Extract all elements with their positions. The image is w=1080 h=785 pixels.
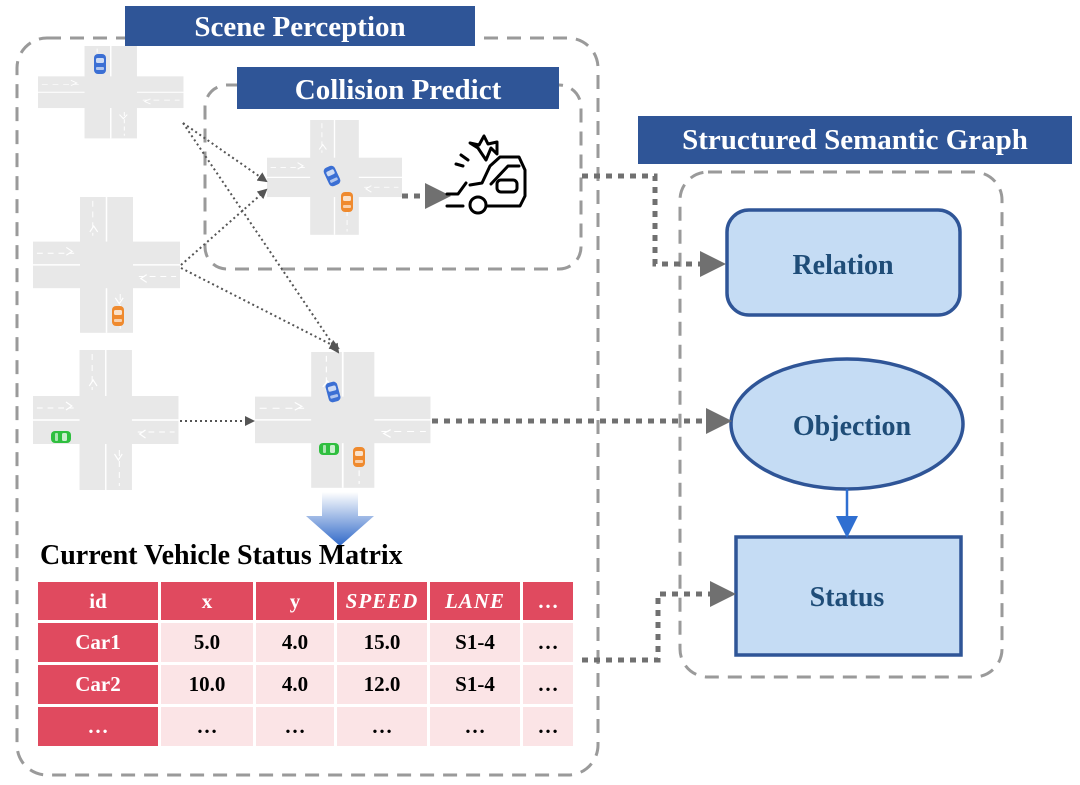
table-cell: 4.0 bbox=[256, 623, 334, 662]
status-node bbox=[734, 535, 963, 657]
table-cell: … bbox=[523, 707, 573, 746]
intersection-icon bbox=[37, 45, 185, 140]
table-cell: S1-4 bbox=[430, 665, 520, 704]
dotted-arrow bbox=[180, 267, 340, 349]
status-label: Status bbox=[810, 582, 885, 613]
table-row: Car2 10.0 4.0 12.0 S1-4 … bbox=[38, 665, 573, 704]
table-cell: Car2 bbox=[38, 665, 158, 704]
matrix-header-row: id x y SPEED LANE … bbox=[38, 582, 573, 620]
matrix-header-cell: SPEED bbox=[337, 582, 427, 620]
scene-perception-banner bbox=[125, 6, 475, 46]
semantic-graph-title: Structured Semantic Graph bbox=[682, 124, 1028, 156]
table-cell: S1-4 bbox=[430, 623, 520, 662]
vehicle-status-matrix: id x y SPEED LANE … Car1 5.0 4.0 15.0 S1… bbox=[35, 579, 576, 749]
intersection-icon bbox=[32, 196, 181, 334]
table-cell: … bbox=[337, 707, 427, 746]
matrix-header-cell: id bbox=[38, 582, 158, 620]
table-cell: 4.0 bbox=[256, 665, 334, 704]
relation-node bbox=[725, 208, 962, 317]
relation-label: Relation bbox=[792, 250, 894, 281]
matrix-header-cell: y bbox=[256, 582, 334, 620]
dotted-arrow bbox=[182, 122, 268, 183]
intersection-icon bbox=[254, 351, 432, 489]
orange-car-icon bbox=[353, 447, 365, 467]
dotted-arrow bbox=[180, 188, 268, 266]
table-cell: 15.0 bbox=[337, 623, 427, 662]
matrix-header-cell: … bbox=[523, 582, 573, 620]
orange-car-icon bbox=[341, 192, 353, 212]
table-cell: … bbox=[430, 707, 520, 746]
table-cell: … bbox=[523, 665, 573, 704]
collision-predict-title: Collision Predict bbox=[295, 74, 502, 106]
matrix-header-cell: x bbox=[161, 582, 253, 620]
table-cell: Car1 bbox=[38, 623, 158, 662]
orange-car-icon bbox=[112, 306, 124, 326]
matrix-title: Current Vehicle Status Matrix bbox=[40, 540, 403, 571]
table-cell: 5.0 bbox=[161, 623, 253, 662]
semantic-graph-banner bbox=[638, 116, 1072, 164]
table-row: … … … … … … bbox=[38, 707, 573, 746]
matrix-header-cell: LANE bbox=[430, 582, 520, 620]
collision-predict-banner bbox=[237, 67, 559, 109]
semantic-graph-box bbox=[678, 170, 1004, 679]
table-cell: … bbox=[38, 707, 158, 746]
table-cell: … bbox=[161, 707, 253, 746]
intersection-icon bbox=[32, 349, 180, 491]
car-crash-icon bbox=[445, 134, 527, 215]
scene-perception-title: Scene Perception bbox=[194, 11, 405, 43]
table-row: Car1 5.0 4.0 15.0 S1-4 … bbox=[38, 623, 573, 662]
table-cell: 10.0 bbox=[161, 665, 253, 704]
matrix-to-status-connector bbox=[582, 581, 736, 663]
blue-car-icon bbox=[94, 54, 106, 74]
collision-to-relation-connector bbox=[582, 173, 726, 277]
table-cell: 12.0 bbox=[337, 665, 427, 704]
objection-label: Objection bbox=[793, 411, 912, 442]
table-cell: … bbox=[523, 623, 573, 662]
table-cell: … bbox=[256, 707, 334, 746]
green-car-icon bbox=[319, 443, 339, 455]
green-car-icon bbox=[51, 431, 71, 443]
gradient-down-arrow-icon bbox=[306, 492, 374, 546]
dotted-arrow bbox=[182, 122, 340, 354]
